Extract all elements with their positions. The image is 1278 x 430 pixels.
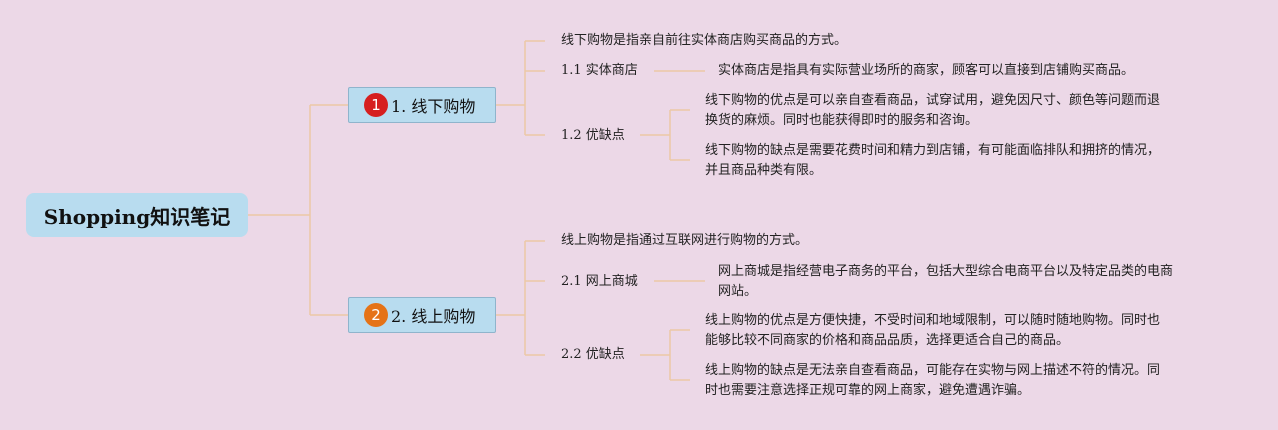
offline-pros-note[interactable]: 线下购物的优点是可以亲自查看商品，试穿试用，避免因尺寸、颜色等问题而退 换货的麻… — [705, 91, 1160, 131]
root-title: Shopping知识笔记 — [43, 204, 231, 229]
offline-pros-line-1: 线下购物的优点是可以亲自查看商品，试穿试用，避免因尺寸、颜色等问题而退 — [705, 93, 1161, 108]
sub-topic-1-1-label[interactable]: 1.1 实体商店 — [561, 63, 638, 78]
branch-online-shopping[interactable]: 2 2. 线上购物 — [348, 297, 496, 333]
online-cons-line-2: 时也需要注意选择正规可靠的网上商家，避免遭遇诈骗。 — [705, 383, 1031, 398]
offline-definition[interactable]: 线下购物是指亲自前往实体商店购买商品的方式。 — [561, 33, 848, 48]
online-cons-note[interactable]: 线上购物的缺点是无法亲自查看商品，可能存在实物与网上描述不符的情况。同 时也需要… — [705, 361, 1160, 401]
online-pros-note[interactable]: 线上购物的优点是方便快捷，不受时间和地域限制，可以随时随地购物。同时也 能够比较… — [705, 311, 1160, 351]
sub-topic-2-1-label[interactable]: 2.1 网上商城 — [561, 274, 638, 289]
sub12-connector — [640, 109, 690, 161]
online-mall-line-1: 网上商城是指经营电子商务的平台，包括大型综合电商平台以及特定品类的电商 — [718, 264, 1174, 279]
offline-pros-line-2: 换货的麻烦。同时也能获得即时的服务和咨询。 — [705, 113, 979, 128]
sub-topic-2-1-text[interactable]: 网上商城是指经营电子商务的平台，包括大型综合电商平台以及特定品类的电商 网站。 — [718, 262, 1173, 302]
priority-1-badge: 1 — [364, 93, 388, 117]
offline-cons-line-1: 线下购物的缺点是需要花费时间和精力到店铺，有可能面临排队和拥挤的情况， — [705, 143, 1161, 158]
online-pros-line-2: 能够比较不同商家的价格和商品品质，选择更适合自己的商品。 — [705, 333, 1070, 348]
branch-offline-shopping[interactable]: 1 1. 线下购物 — [348, 87, 496, 123]
sub22-connector — [640, 329, 690, 381]
branch-label: 2. 线上购物 — [391, 307, 476, 326]
branch-label: 1. 线下购物 — [391, 97, 476, 116]
priority-2-badge: 2 — [364, 303, 388, 327]
online-cons-line-1: 线上购物的缺点是无法亲自查看商品，可能存在实物与网上描述不符的情况。同 — [705, 363, 1161, 378]
branch1-connector — [496, 40, 545, 136]
sub-topic-1-1-text[interactable]: 实体商店是指具有实际营业场所的商家，顾客可以直接到店铺购买商品。 — [718, 63, 1135, 78]
root-connector — [248, 104, 348, 316]
sub-topic-2-2-label[interactable]: 2.2 优缺点 — [561, 347, 625, 362]
sub-topic-1-2-label[interactable]: 1.2 优缺点 — [561, 128, 625, 143]
online-mall-line-2: 网站。 — [718, 284, 758, 299]
online-pros-line-1: 线上购物的优点是方便快捷，不受时间和地域限制，可以随时随地购物。同时也 — [705, 313, 1161, 328]
branch2-connector — [496, 240, 545, 356]
online-definition[interactable]: 线上购物是指通过互联网进行购物的方式。 — [561, 233, 809, 248]
offline-cons-line-2: 并且商品种类有限。 — [705, 163, 823, 178]
root-topic[interactable]: Shopping知识笔记 — [26, 193, 248, 237]
offline-cons-note[interactable]: 线下购物的缺点是需要花费时间和精力到店铺，有可能面临排队和拥挤的情况， 并且商品… — [705, 141, 1160, 181]
